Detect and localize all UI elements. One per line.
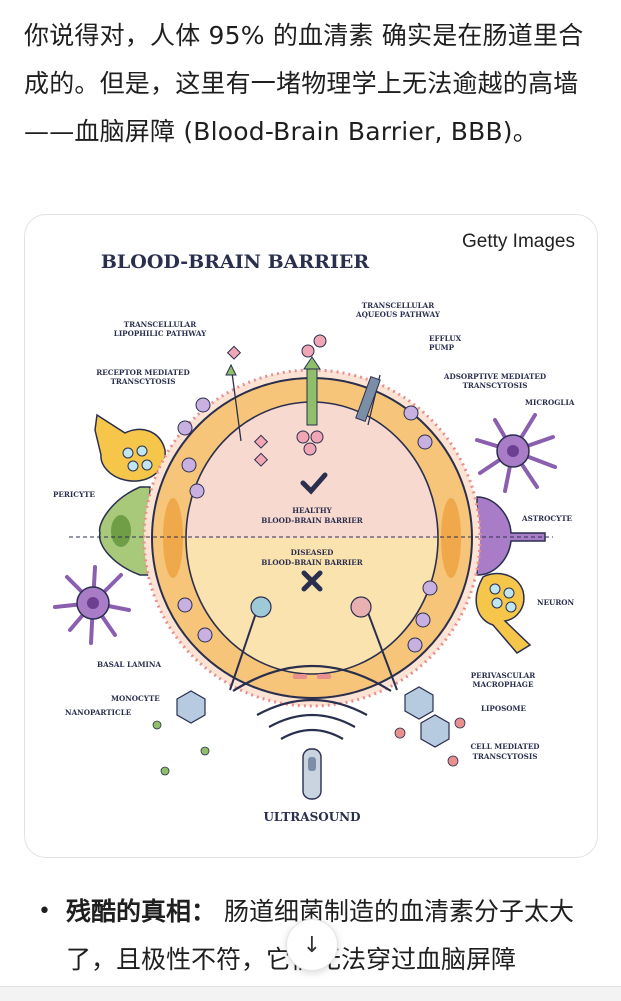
astrocyte-shape xyxy=(476,496,546,576)
diagram-title: BLOOD-BRAIN BARRIER xyxy=(101,251,369,273)
scroll-down-button[interactable]: ↓ xyxy=(286,919,338,971)
microglia-left-shape xyxy=(53,565,131,645)
neuron-right xyxy=(475,572,532,654)
svg-text:ADSORPTIVE MEDIATED: ADSORPTIVE MEDIATED xyxy=(443,372,546,381)
svg-text:BASAL LAMINA: BASAL LAMINA xyxy=(97,660,161,669)
svg-text:BLOOD-BRAIN BARRIER: BLOOD-BRAIN BARRIER xyxy=(261,558,363,567)
ultrasound-label: ULTRASOUND xyxy=(263,810,360,824)
bullet-strong: 残酷的真相： xyxy=(66,897,217,926)
svg-text:PERIVASCULAR: PERIVASCULAR xyxy=(471,671,537,680)
svg-text:BLOOD-BRAIN BARRIER: BLOOD-BRAIN BARRIER xyxy=(261,516,363,525)
message-paragraph: 你说得对，人体 95% 的血清素 确实是在肠道里合成的。但是，这里有一堵物理学上… xyxy=(24,21,584,146)
svg-text:TRANSCYTOSIS: TRANSCYTOSIS xyxy=(463,381,528,390)
check-icon xyxy=(300,472,328,495)
svg-text:TRANSCYTOSIS: TRANSCYTOSIS xyxy=(473,752,538,761)
ultrasound-probe xyxy=(302,748,322,800)
svg-text:NANOPARTICLE: NANOPARTICLE xyxy=(65,708,132,717)
diseased-lumen xyxy=(186,538,438,674)
microglia-right-shape xyxy=(475,413,557,493)
svg-text:MICROGLIA: MICROGLIA xyxy=(525,398,575,407)
svg-text:PUMP: PUMP xyxy=(429,343,455,352)
bullet-dot: • xyxy=(38,899,51,924)
cross-icon xyxy=(301,570,323,592)
svg-text:CELL MEDIATED: CELL MEDIATED xyxy=(470,742,539,751)
composer-edge xyxy=(0,986,621,1001)
svg-text:EFFLUX: EFFLUX xyxy=(429,334,462,343)
svg-text:TRANSCELLULAR: TRANSCELLULAR xyxy=(124,320,197,329)
svg-text:AQUEOUS PATHWAY: AQUEOUS PATHWAY xyxy=(355,310,441,319)
svg-text:PERICYTE: PERICYTE xyxy=(53,490,95,499)
svg-text:LIPOPHILIC PATHWAY: LIPOPHILIC PATHWAY xyxy=(114,329,207,338)
healthy-lumen xyxy=(186,402,438,538)
image-credit: Getty Images xyxy=(462,231,575,252)
svg-text:MONOCYTE: MONOCYTE xyxy=(111,694,160,703)
svg-text:DISEASED: DISEASED xyxy=(291,548,334,557)
svg-text:MACROPHAGE: MACROPHAGE xyxy=(473,680,534,689)
svg-text:TRANSCYTOSIS: TRANSCYTOSIS xyxy=(111,377,176,386)
svg-text:HEALTHY: HEALTHY xyxy=(292,506,332,515)
svg-text:TRANSCELLULAR: TRANSCELLULAR xyxy=(362,301,435,310)
arrow-down-icon: ↓ xyxy=(302,932,322,958)
svg-text:NEURON: NEURON xyxy=(537,598,575,607)
image-card[interactable]: BLOOD-BRAIN BARRIER xyxy=(24,214,598,858)
svg-text:RECEPTOR MEDIATED: RECEPTOR MEDIATED xyxy=(96,368,189,377)
bbb-diagram: BLOOD-BRAIN BARRIER xyxy=(53,251,575,824)
ultrasound-waves xyxy=(232,664,392,740)
pericyte-nucleus xyxy=(111,515,131,547)
svg-text:LIPOSOME: LIPOSOME xyxy=(481,704,526,713)
svg-text:ASTROCYTE: ASTROCYTE xyxy=(521,514,573,523)
